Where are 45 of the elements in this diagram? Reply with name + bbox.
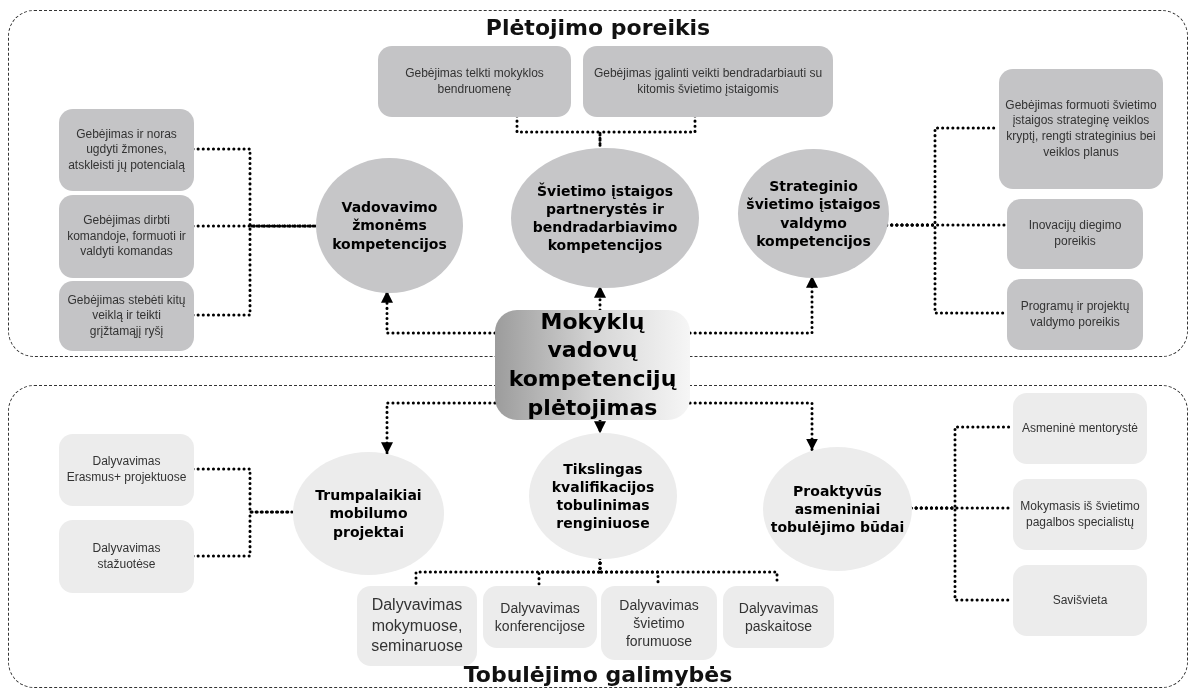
skill-box [1007,279,1143,350]
dotted-connector [594,418,606,434]
node-text: Asmeninė mentorystė [1021,420,1139,437]
option-box [59,520,194,593]
skill-box [59,109,194,191]
panel-title: Tobulėjimo galimybės [463,662,733,687]
node-text: Savišvieta [1052,592,1108,609]
dotted-connector [381,290,497,335]
dotted-connector [688,401,818,451]
node-text: Trumpalaikiai mobilumo projektai [314,486,423,541]
node-text: Gebėjimas ir noras ugdyti žmones, atskleisti jų potencialą [67,126,186,174]
node-text: Gebėjimas stebėti kitų veiklą ir teikti grįžtamąjį ryšį [66,292,187,340]
node-text: Programų ir projektų valdymo poreikis [1019,298,1131,331]
node-text: Inovacijų diegimo poreikis [1027,218,1123,250]
central-box [495,310,690,420]
node-text: Tikslingas kvalifikacijos tobulinimas renginiuose [550,459,656,533]
skill-box [999,69,1163,189]
node-text: Vadovavimo žmonėms kompetencijos [331,198,448,253]
node-text: Dalyvavimas paskaitose [737,598,820,636]
option-box [357,586,477,666]
option-box [483,586,597,648]
node-text: Dalyvavimas mokymuose, seminaruose [370,594,464,657]
node-text: Dalyvavimas konferencijose [493,598,587,636]
dotted-connector [594,285,606,312]
node-text: Mokyklų vadovų kompetencijų plėtojimas [507,307,678,422]
skill-box [59,195,194,278]
panel-title: Plėtojimo poreikis [485,15,711,40]
node-text: Proaktyvūs asmeniniai tobulėjimo būdai [769,481,906,537]
node-text: Gebėjimas formuoti švietimo įstaigos strateginę veiklos kryptį, rengti strateginius bei veiklos planus [1005,97,1157,161]
skill-box [1007,199,1143,269]
skill-box [583,46,833,117]
node-text: Dalyvavimas Erasmus+ projektuose [65,454,188,486]
dotted-connector [381,401,497,455]
skill-box [59,281,194,351]
node-text: Dalyvavimas švietimo forumuose [618,595,700,651]
node-text: Gebėjimas telkti mokyklos bendruomenę [404,65,545,98]
option-box [59,434,194,506]
dotted-connector [688,275,818,335]
skill-box [378,46,571,117]
node-text: Gebėjimas įgalinti veikti bendradarbiauti su kitomis švietimo įstaigomis [592,65,824,98]
node-text: Strateginio švietimo įstaigos valdymo kompetencijos [745,177,882,250]
node-text: Gebėjimas dirbti komandoje, formuoti ir valdyti komandas [66,213,187,260]
node-text: Švietimo įstaigos partnerystės ir bendradarbiavimo kompetencijos [531,181,679,255]
node-text: Dalyvavimas stažuotėse [91,540,162,573]
node-text: Mokymasis iš švietimo pagalbos specialistų [1019,498,1141,531]
